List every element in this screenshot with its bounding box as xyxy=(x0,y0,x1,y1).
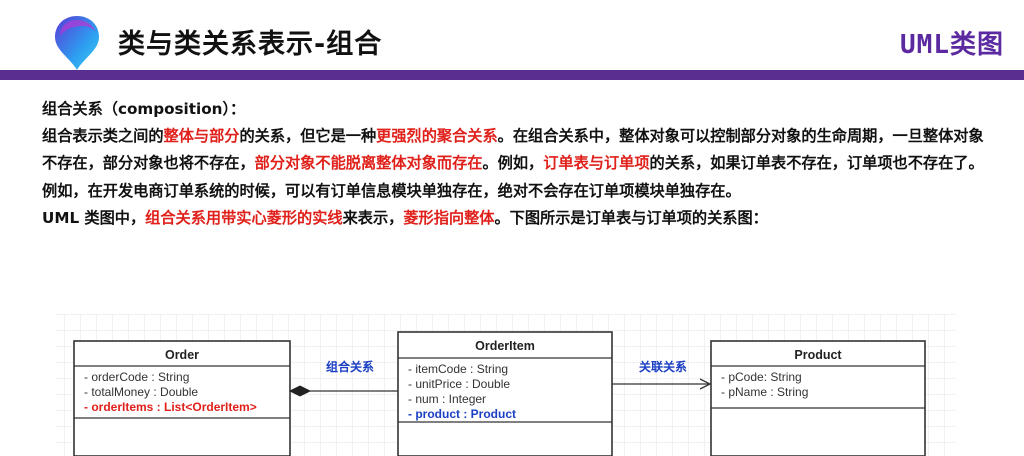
class-orderitem-attr-2: - num : Integer xyxy=(408,392,486,406)
class-order-attr-0: - orderCode : String xyxy=(84,370,189,384)
class-orderitem-attr-0: - itemCode : String xyxy=(408,362,508,376)
section-heading: 组合关系（composition）： xyxy=(42,100,246,118)
class-orderitem[interactable]: OrderItem - itemCode : String - unitPric… xyxy=(397,331,613,456)
header-divider-bar xyxy=(0,70,1024,80)
association-label: 关联关系 xyxy=(639,359,687,374)
class-orderitem-attr-3: - product : Product xyxy=(408,407,516,421)
association-relation[interactable]: 关联关系 xyxy=(612,359,712,390)
highlight-text: 订单表与订单项 xyxy=(543,154,650,173)
body-text-run: 。例如， xyxy=(482,154,544,173)
class-order-attr-1: - totalMoney : Double xyxy=(84,385,198,399)
highlight-text: 部分对象不能脱离整体对象而存在 xyxy=(254,154,483,173)
paragraph-uml-notation: UML 类图中，组合关系用带实心菱形的实线来表示，菱形指向整体。下图所示是订单表… xyxy=(42,205,992,232)
location-pin-logo-icon xyxy=(55,16,99,70)
highlight-text: 组合关系用带实心菱形的实线 xyxy=(145,208,343,227)
body-text-run: 来表示， xyxy=(342,208,404,227)
body-text-run: 组合表示类之间的 xyxy=(42,127,164,146)
class-product-attr-0: - pCode: String xyxy=(721,370,802,384)
class-orderitem-attr-1: - unitPrice : Double xyxy=(408,377,510,391)
slide-header: 类与类关系表示-组合 UML类图 xyxy=(0,0,1024,72)
composition-label: 组合关系 xyxy=(326,359,374,374)
class-product[interactable]: Product - pCode: String - pName : String xyxy=(710,340,926,456)
body-text-run: 的关系，但它是一种 xyxy=(239,127,377,146)
highlight-text: 更强烈的聚合关系 xyxy=(376,127,498,146)
uml-class-diagram: Order - orderCode : String - totalMoney … xyxy=(56,314,956,456)
content-body: 组合关系（composition）： 组合表示类之间的整体与部分的关系，但它是一… xyxy=(42,96,992,232)
uml-brand-label: UML类图 xyxy=(900,30,1004,60)
class-order-attr-2: - orderItems : List<OrderItem> xyxy=(84,400,257,414)
body-text-run: 的关系，如果订单表不存在，订单项也不存在了。例如，在开发电商订单系统的时候，可以… xyxy=(42,154,984,200)
body-text-run: 。在组合关系中，整体对象可以控制部分对象的生命周期，一旦整体对象不存在，部分对象… xyxy=(42,127,984,173)
composition-relation[interactable]: 组合关系 xyxy=(288,359,398,397)
paragraph-composition: 组合表示类之间的整体与部分的关系，但它是一种更强烈的聚合关系。在组合关系中，整体… xyxy=(42,123,992,205)
body-text-run: 。下图所示是订单表与订单项的关系图： xyxy=(494,208,768,227)
body-text-run: UML 类图中， xyxy=(42,208,146,227)
highlight-text: 整体与部分 xyxy=(163,127,240,146)
class-product-name: Product xyxy=(794,348,842,362)
slide-title: 类与类关系表示-组合 xyxy=(118,29,383,60)
class-order[interactable]: Order - orderCode : String - totalMoney … xyxy=(73,340,291,456)
filled-diamond-icon xyxy=(288,385,312,397)
class-order-name: Order xyxy=(165,348,199,362)
open-arrow-icon xyxy=(699,378,712,390)
class-product-attr-1: - pName : String xyxy=(721,385,808,399)
class-orderitem-name: OrderItem xyxy=(475,339,535,353)
highlight-text: 菱形指向整体 xyxy=(403,208,495,227)
